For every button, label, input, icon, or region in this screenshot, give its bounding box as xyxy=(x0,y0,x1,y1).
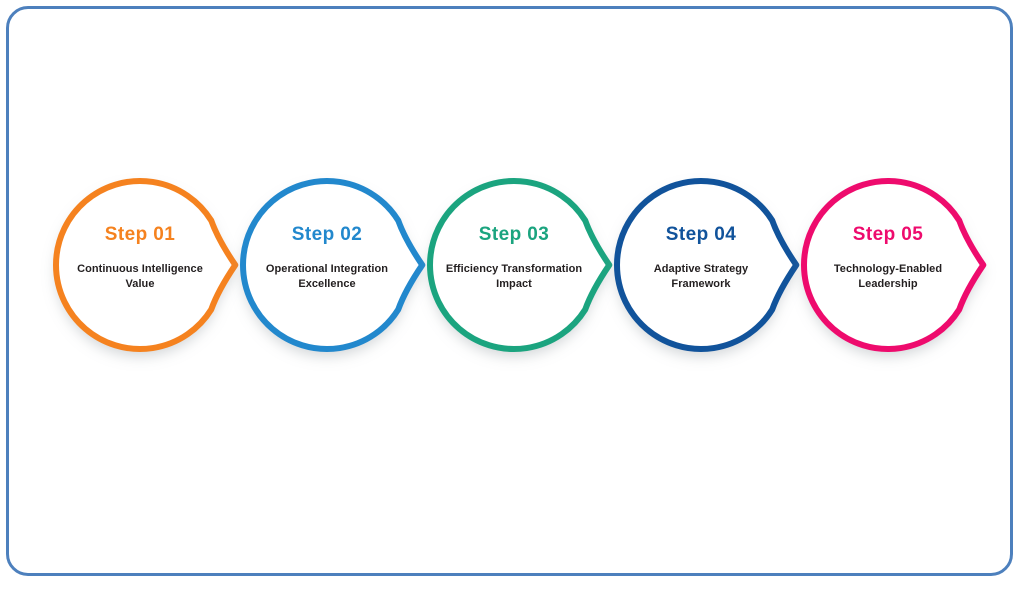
step-04-outline[interactable] xyxy=(614,178,800,352)
step-05-shape[interactable] xyxy=(801,178,987,352)
step-05-outline[interactable] xyxy=(801,178,987,352)
step-02-outline[interactable] xyxy=(240,178,426,352)
step-04-shape[interactable] xyxy=(614,178,800,352)
step-02-shape[interactable] xyxy=(240,178,426,352)
step-03-outline[interactable] xyxy=(427,178,613,352)
step-03-shape[interactable] xyxy=(427,178,613,352)
step-01-outline[interactable] xyxy=(53,178,239,352)
page-border-frame xyxy=(6,6,1013,576)
step-01-shape[interactable] xyxy=(53,178,239,352)
step-shapes-group xyxy=(53,178,987,352)
